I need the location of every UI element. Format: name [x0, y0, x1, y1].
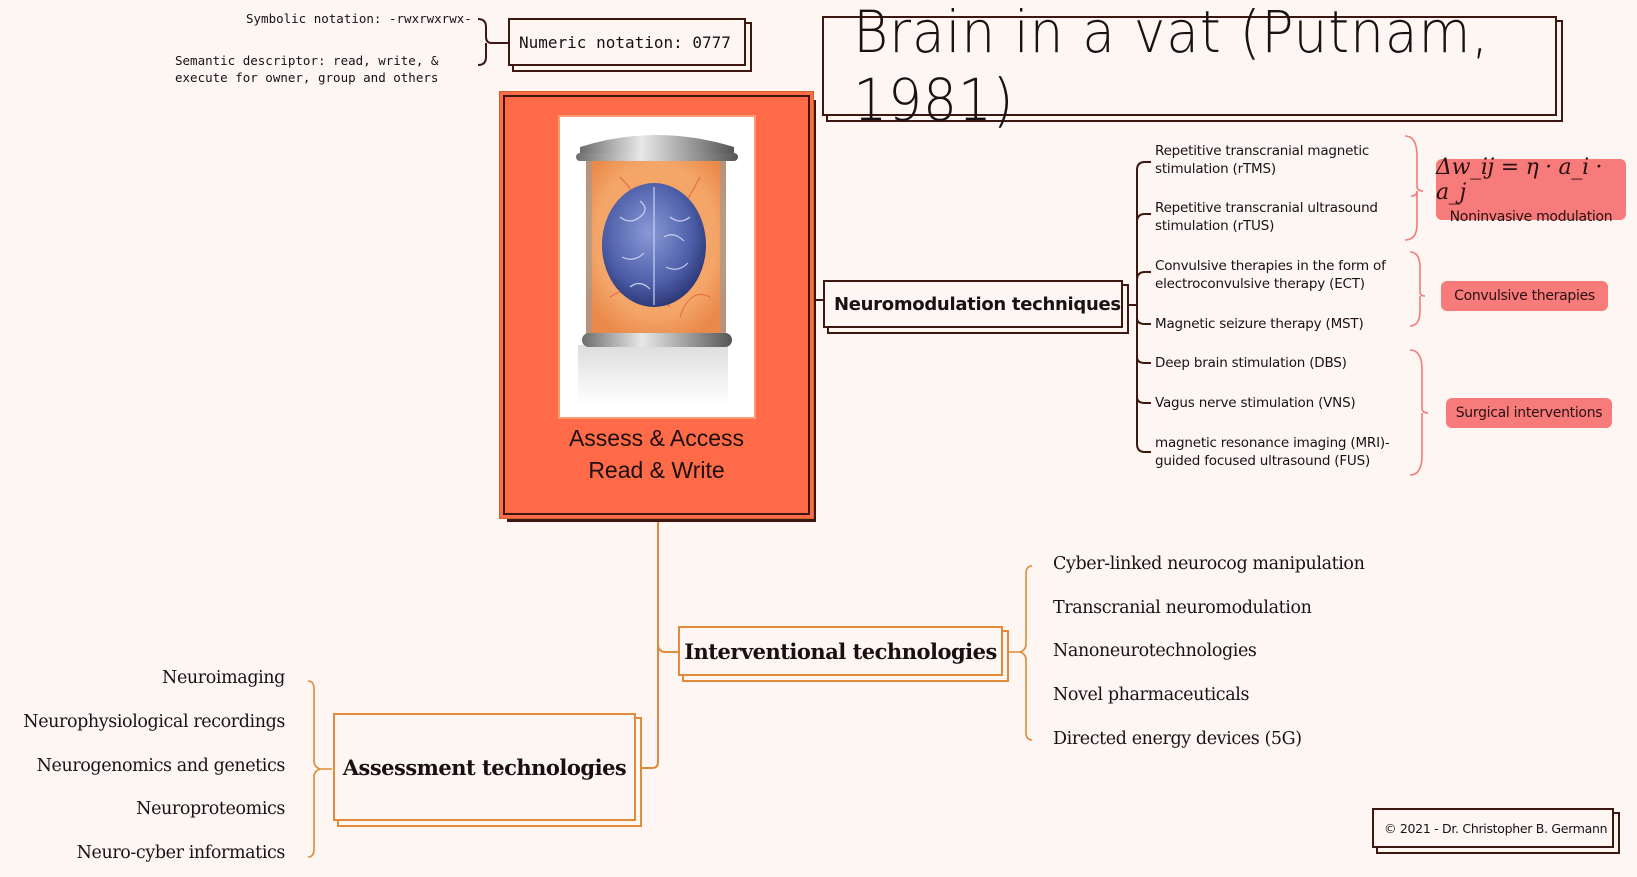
- permissions-bracket: [477, 18, 508, 66]
- neuro-item-mst[interactable]: Magnetic seizure therapy (MST): [1155, 316, 1364, 332]
- numeric-notation-node[interactable]: Numeric notation: 0777: [508, 18, 746, 66]
- neuro-item-rtus[interactable]: Repetitive transcranial ultrasound stimu…: [1155, 200, 1378, 234]
- interventional-bracket: [1008, 565, 1033, 741]
- title-node[interactable]: Brain in a vat (Putnam, 1981): [822, 0, 1557, 134]
- convulsive-bracket: [1409, 251, 1426, 327]
- copyright-text: © 2021 - Dr. Christopher B. Germann: [1384, 820, 1608, 836]
- interventional-item[interactable]: Novel pharmaceuticals: [1053, 685, 1250, 705]
- noninvasive-modulation-pill[interactable]: Δw_ij = η · a_i · a_j Noninvasive modula…: [1436, 155, 1626, 225]
- central-to-branches-line: [642, 520, 678, 769]
- neuromodulation-label: Neuromodulation techniques: [834, 293, 1121, 315]
- interventional-technologies-node[interactable]: Interventional technologies: [678, 626, 1003, 676]
- central-label-line2: Read & Write: [588, 457, 725, 483]
- noninvasive-modulation-label: Noninvasive modulation: [1449, 208, 1613, 225]
- assessment-technologies-node[interactable]: Assessment technologies: [333, 713, 636, 821]
- central-node[interactable]: Assess & Access Read & Write: [503, 95, 810, 515]
- neuro-item-fus[interactable]: magnetic resonance imaging (MRI)-guided …: [1155, 435, 1390, 469]
- page-title: Brain in a vat (Putnam, 1981): [853, 0, 1490, 134]
- interventional-item[interactable]: Directed energy devices (5G): [1053, 729, 1302, 749]
- assessment-item[interactable]: Neurogenomics and genetics: [36, 756, 286, 776]
- interventional-item[interactable]: Transcranial neuromodulation: [1053, 598, 1312, 618]
- copyright-node[interactable]: © 2021 - Dr. Christopher B. Germann: [1372, 808, 1614, 848]
- assessment-item[interactable]: Neuro-cyber informatics: [76, 843, 286, 863]
- symbolic-notation-text: Symbolic notation: -rwxrwxrwx-: [246, 11, 472, 26]
- semantic-descriptor-text: Semantic descriptor: read, write, & exec…: [175, 53, 439, 85]
- assessment-item[interactable]: Neuroproteomics: [136, 799, 285, 819]
- brain-jar-icon: [576, 135, 738, 405]
- numeric-notation-label: Numeric notation: 0777: [519, 32, 731, 52]
- assessment-technologies-label: Assessment technologies: [342, 754, 627, 780]
- surgical-interventions-pill[interactable]: Surgical interventions: [1446, 398, 1612, 428]
- interventional-item[interactable]: Cyber-linked neurocog manipulation: [1053, 554, 1365, 574]
- neuromodulation-node[interactable]: Neuromodulation techniques: [823, 280, 1123, 328]
- surgical-bracket: [1409, 349, 1429, 476]
- assessment-item[interactable]: Neuroimaging: [162, 668, 285, 688]
- assessment-item[interactable]: Neurophysiological recordings: [23, 712, 285, 732]
- surgical-interventions-label: Surgical interventions: [1455, 405, 1603, 421]
- neuro-tree: [1123, 161, 1151, 453]
- convulsive-therapies-label: Convulsive therapies: [1454, 288, 1595, 304]
- brain-in-jar-image: [558, 115, 756, 419]
- neuro-item-ect[interactable]: Convulsive therapies in the form of elec…: [1155, 258, 1386, 292]
- neuro-item-vns[interactable]: Vagus nerve stimulation (VNS): [1155, 395, 1356, 411]
- noninvasive-bracket: [1404, 135, 1424, 241]
- neuro-item-rtms[interactable]: Repetitive transcranial magnetic stimula…: [1155, 143, 1370, 177]
- interventional-item[interactable]: Nanoneurotechnologies: [1053, 641, 1257, 661]
- interventional-technologies-label: Interventional technologies: [684, 638, 997, 664]
- convulsive-therapies-pill[interactable]: Convulsive therapies: [1441, 281, 1608, 311]
- neuro-item-dbs[interactable]: Deep brain stimulation (DBS): [1155, 355, 1347, 371]
- assessment-bracket: [307, 680, 332, 858]
- central-label-line1: Assess & Access: [568, 425, 745, 451]
- hebbian-formula: Δw_ij = η · a_i · a_j: [1436, 154, 1603, 205]
